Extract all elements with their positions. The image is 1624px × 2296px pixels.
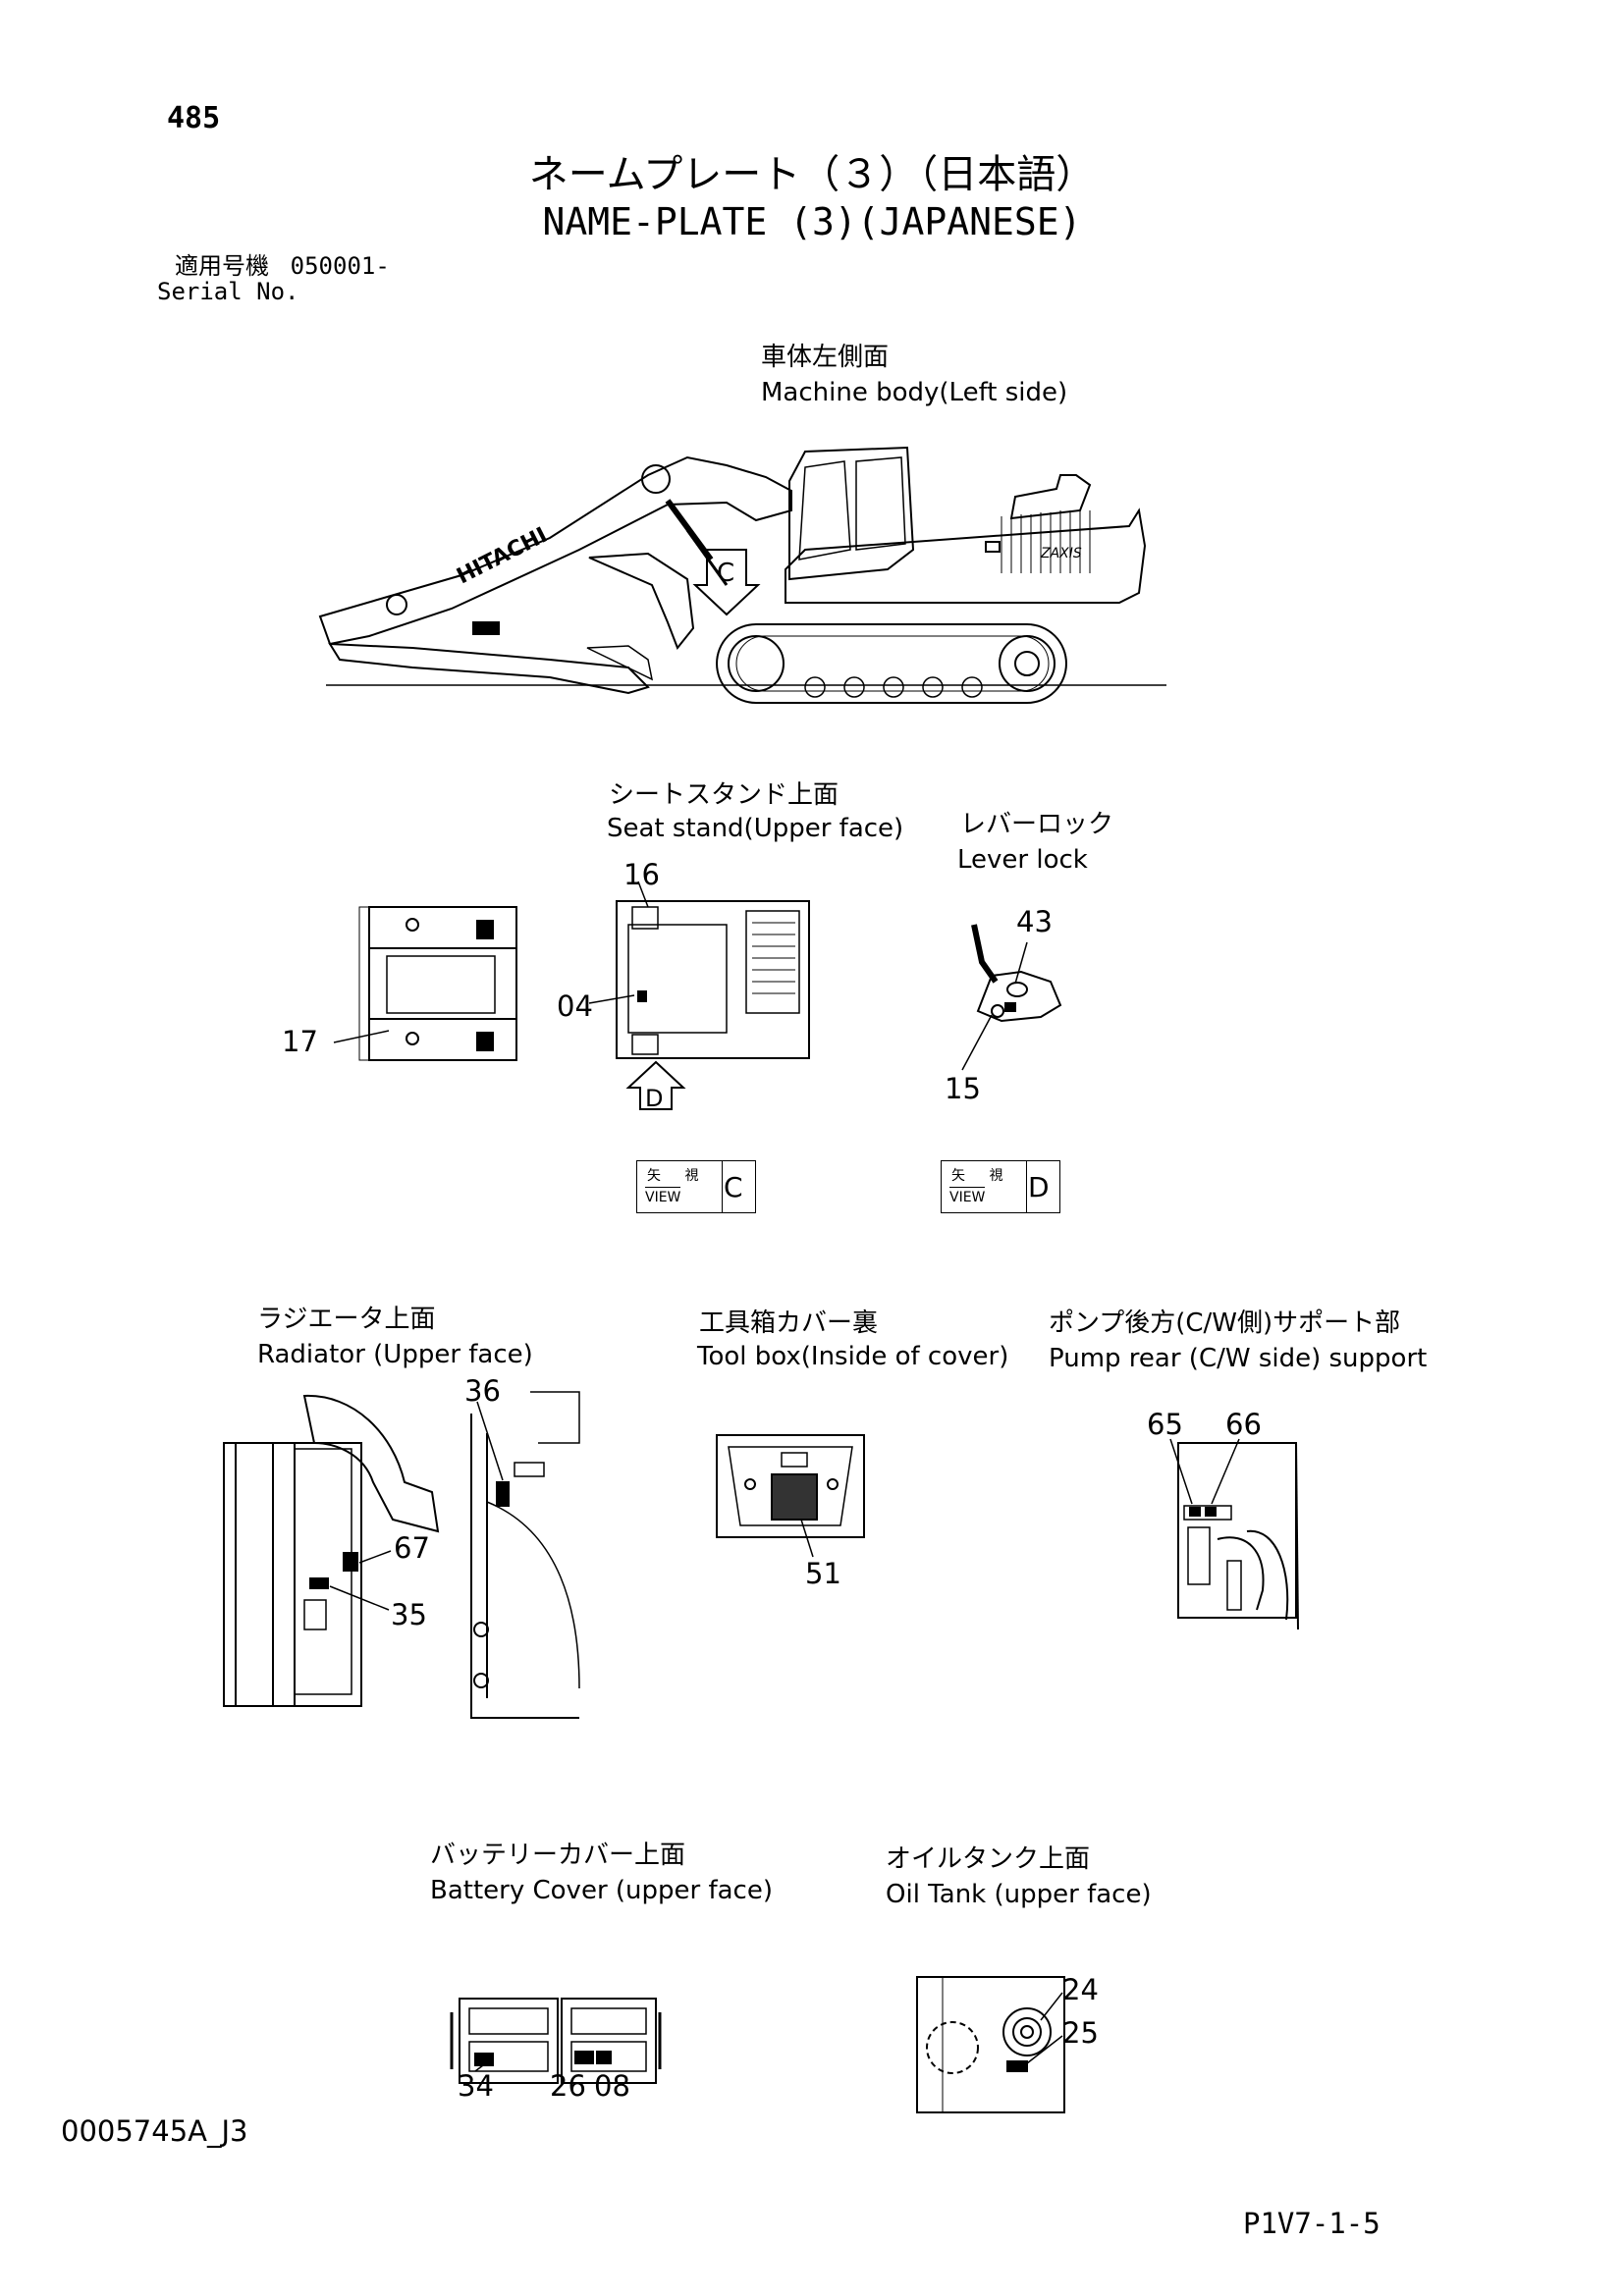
callout-35: 35 — [391, 1598, 427, 1631]
battery-cover-caption-en: Battery Cover (upper face) — [430, 1876, 773, 1905]
leader-17 — [333, 1030, 390, 1043]
radiator-caption-en: Radiator (Upper face) — [257, 1340, 533, 1369]
boom-pin — [641, 464, 671, 494]
track-frame — [716, 623, 1067, 704]
engine-hood — [1009, 474, 1092, 520]
callout-16: 16 — [623, 858, 660, 891]
leader-36 — [476, 1401, 504, 1481]
boom-decal — [472, 621, 500, 635]
oil-tank-drawing — [916, 1976, 1065, 2113]
boom-cylinder — [665, 499, 714, 561]
battery-cover-caption-jp: バッテリーカバー上面 — [430, 1841, 686, 1870]
callout-15: 15 — [945, 1072, 981, 1105]
idler-wheel — [728, 635, 785, 692]
pump-rear-caption-jp: ポンプ後方(C/W側)サポート部 — [1049, 1308, 1401, 1338]
callout-66: 66 — [1225, 1408, 1262, 1441]
leader-34 — [474, 2064, 484, 2072]
model-logo: ZAXIS — [1040, 546, 1082, 561]
lever-lock-drawing — [961, 924, 1062, 1071]
callout-34: 34 — [458, 2069, 494, 2103]
callout-67: 67 — [394, 1531, 430, 1565]
callout-08: 08 — [594, 2069, 630, 2103]
leader-43 — [1014, 941, 1028, 985]
battery-cover-drawing — [450, 1998, 662, 2084]
tool-box-caption-en: Tool box(Inside of cover) — [697, 1342, 1009, 1371]
machine-body-caption-jp: 車体左側面 — [761, 343, 890, 372]
title-japanese: ネームプレート（３）（日本語） — [528, 152, 1096, 197]
pump-rear-caption-en: Pump rear (C/W side) support — [1049, 1344, 1428, 1373]
arrow-c — [692, 549, 761, 616]
leader-25 — [1026, 2035, 1063, 2064]
leader-66 — [1211, 1438, 1240, 1505]
bucket — [588, 552, 695, 650]
view-c-letter: C — [724, 1171, 743, 1203]
seat-stand-top-drawing: D — [588, 881, 810, 1112]
oil-tank-caption-en: Oil Tank (upper face) — [886, 1880, 1152, 1909]
leader-35 — [329, 1585, 390, 1611]
view-c-jp: 矢 視 — [647, 1168, 709, 1184]
seat-stand-side-drawing — [333, 906, 517, 1061]
brand-logo: HITACHI — [453, 523, 551, 590]
arrow-d — [625, 1060, 686, 1110]
callout-25: 25 — [1062, 2016, 1099, 2050]
sprocket-wheel — [999, 635, 1056, 692]
callout-04: 04 — [557, 989, 593, 1023]
radiator-caption-jp: ラジエータ上面 — [257, 1305, 436, 1334]
leader-15 — [961, 1014, 993, 1071]
callout-65: 65 — [1147, 1408, 1183, 1441]
leader-24 — [1040, 1992, 1063, 2021]
title-english: NAME-PLATE (3)(JAPANESE) — [542, 200, 1082, 243]
upper-structure — [785, 507, 1147, 604]
callout-24: 24 — [1062, 1973, 1099, 2006]
footer-doc-code: 0005745A_J3 — [61, 2114, 248, 2148]
cab-window-side — [855, 456, 906, 551]
arrow-d-label: D — [645, 1085, 663, 1112]
view-d-jp: 矢 視 — [951, 1168, 1013, 1184]
serial-value: 050001- — [290, 252, 390, 280]
serial-label-jp: 適用号機 050001- — [175, 253, 390, 279]
lever-lock-caption-en: Lever lock — [957, 845, 1088, 875]
boom — [318, 455, 792, 646]
callout-17: 17 — [282, 1025, 318, 1058]
cab-window-front — [798, 460, 851, 561]
view-d-box: 矢 視 VIEW D — [941, 1160, 1060, 1213]
serial-label: 適用号機 — [175, 252, 269, 280]
leader-51 — [800, 1519, 814, 1558]
leader-67 — [358, 1550, 392, 1564]
tool-box-drawing — [716, 1434, 865, 1558]
callout-43: 43 — [1016, 905, 1053, 938]
body-decal — [985, 541, 1001, 553]
pump-rear-drawing — [1169, 1438, 1299, 1630]
callout-36: 36 — [464, 1374, 501, 1408]
leader-65 — [1169, 1438, 1193, 1505]
oil-tank-caption-jp: オイルタンク上面 — [886, 1844, 1091, 1874]
machine-body-caption-en: Machine body(Left side) — [761, 378, 1068, 407]
radiator-hose — [302, 1394, 440, 1533]
seat-stand-caption-jp: シートスタンド上面 — [609, 780, 839, 810]
track-rollers — [804, 676, 983, 698]
view-c-box: 矢 視 VIEW C — [636, 1160, 756, 1213]
footer-page-code: P1V7-1-5 — [1243, 2207, 1380, 2240]
radiator-drawing — [223, 1391, 580, 1719]
lever-lock-caption-jp: レバーロック — [960, 810, 1114, 839]
leader-04 — [588, 994, 635, 1004]
page-number: 485 — [167, 101, 221, 135]
serial-label-en: Serial No. — [157, 278, 299, 305]
engine-grille — [1001, 510, 1091, 573]
callout-26: 26 — [550, 2069, 586, 2103]
arrow-c-label: C — [717, 559, 734, 588]
view-c-en: VIEW — [645, 1187, 681, 1205]
view-d-letter: D — [1028, 1171, 1050, 1203]
seat-stand-caption-en: Seat stand(Upper face) — [607, 814, 904, 843]
leader-16 — [637, 881, 649, 908]
excavator-drawing: ZAXIS HITACHI C — [318, 446, 1166, 704]
tool-box-caption-jp: 工具箱カバー裏 — [699, 1308, 879, 1338]
arm — [328, 642, 650, 695]
callout-51: 51 — [805, 1557, 841, 1590]
view-d-en: VIEW — [949, 1187, 986, 1205]
operator-cab — [788, 446, 915, 581]
